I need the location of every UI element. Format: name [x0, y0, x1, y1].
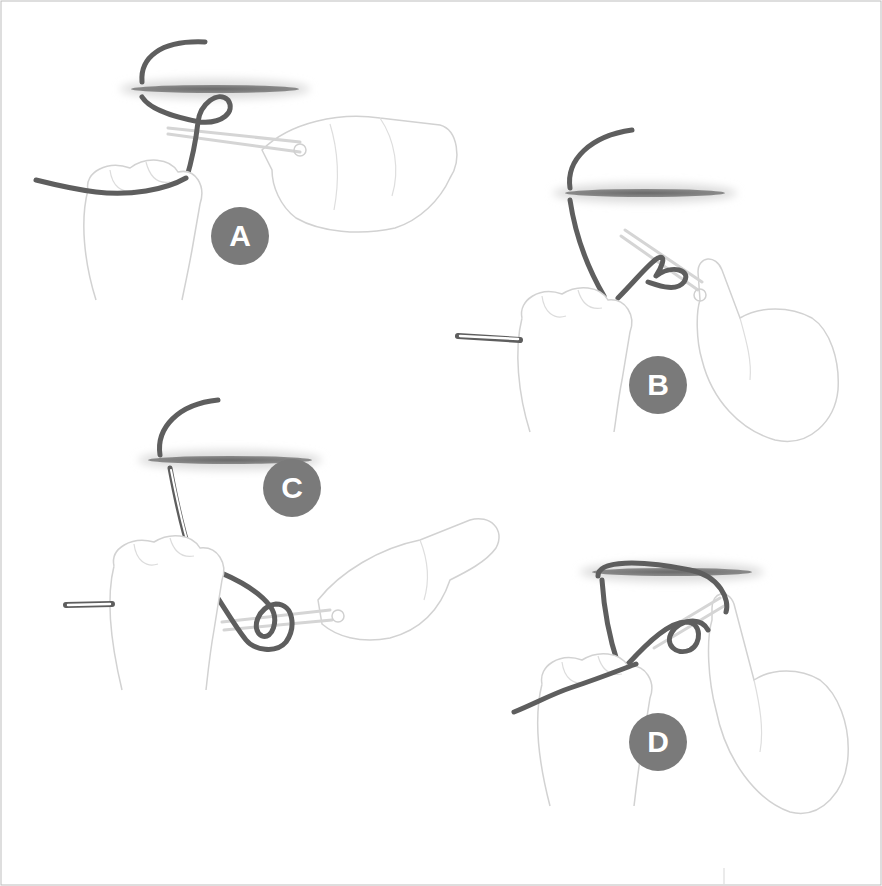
panel-label-circle: C [263, 459, 321, 517]
circle-fill [629, 713, 687, 771]
circle-fill [629, 356, 687, 414]
panel-label-circle: A [211, 207, 269, 265]
panel-c-illustration [66, 400, 499, 690]
panel-letter: D [647, 725, 669, 759]
panel-a-illustration [36, 42, 457, 300]
panel-b-illustration [458, 130, 838, 441]
panel-letter: A [229, 219, 251, 253]
circle-fill [263, 459, 321, 517]
panel-d-illustration [514, 562, 848, 886]
panel-label-circle: D [629, 713, 687, 771]
panel-label-circle: B [629, 356, 687, 414]
circle-fill [211, 207, 269, 265]
panel-letter: B [647, 368, 669, 402]
panel-letter: C [281, 471, 303, 505]
